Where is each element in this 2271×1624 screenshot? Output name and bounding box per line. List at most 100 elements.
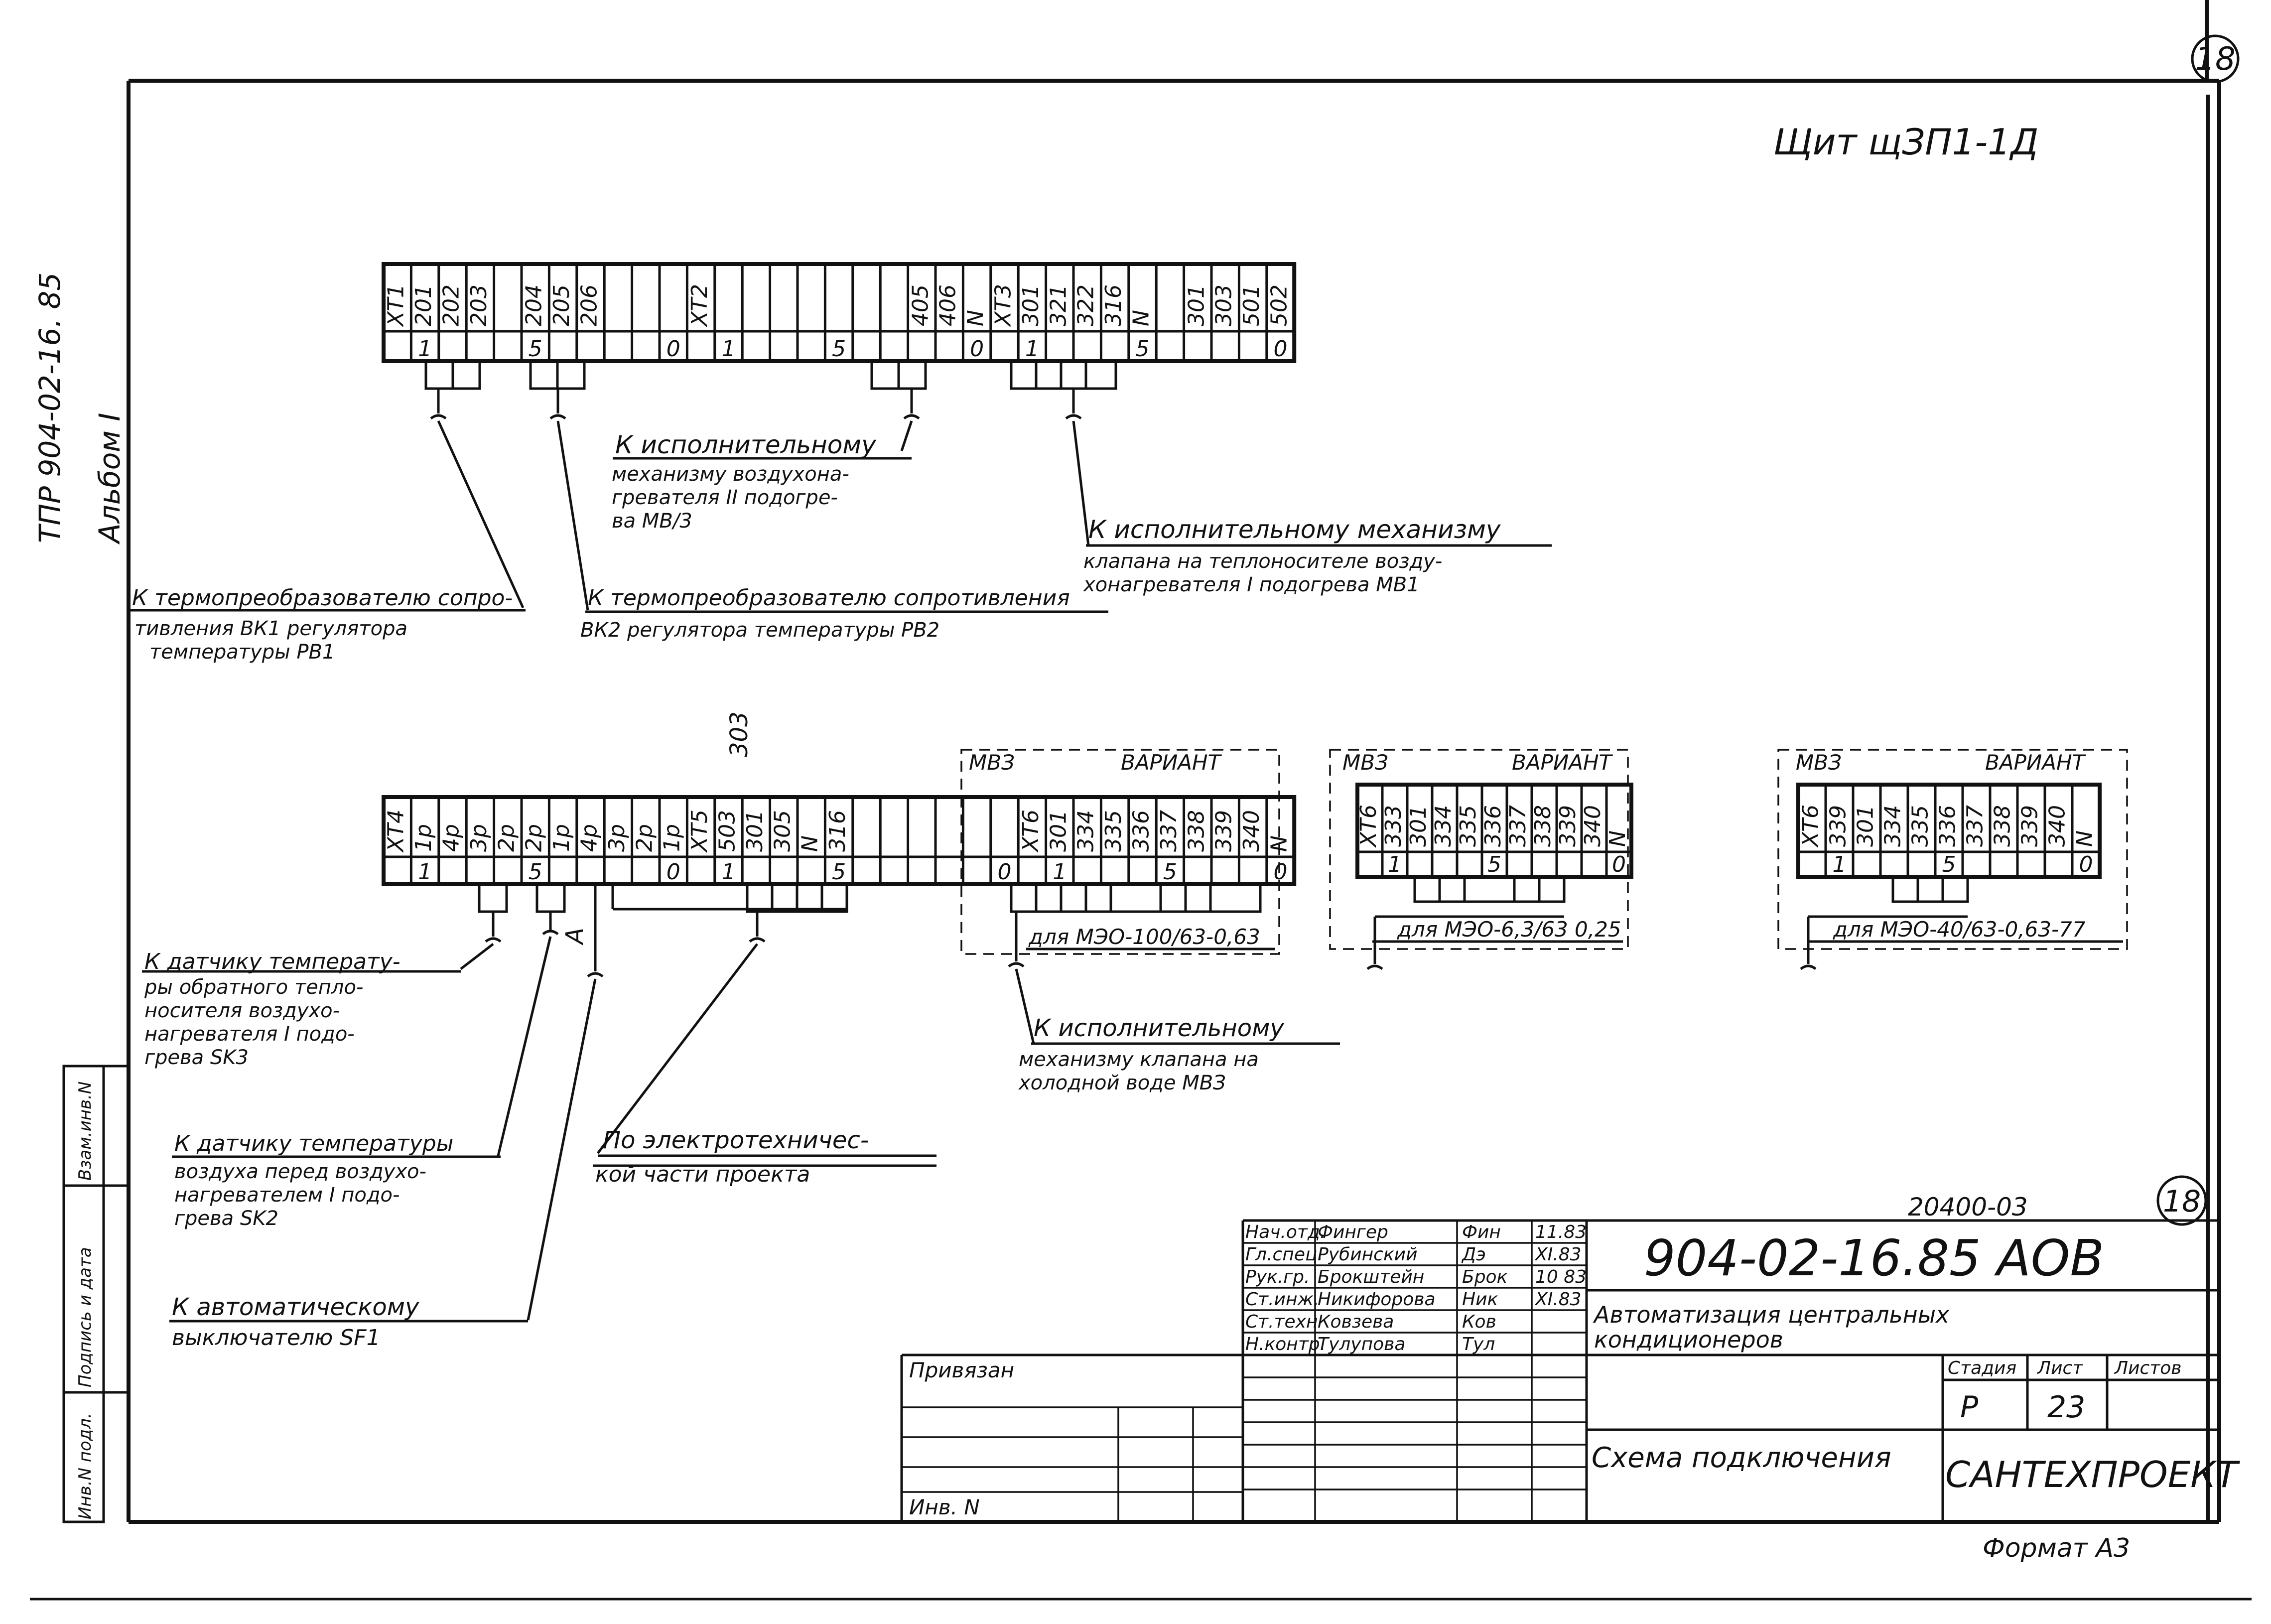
variant1-note: для МЭО-100/63-0,63 — [1028, 925, 1260, 949]
variant2-cell-label: 339 — [1555, 805, 1581, 847]
strip2-cell-label: 301 — [1046, 810, 1071, 852]
note3-line3: температуры РВ1 — [149, 641, 335, 664]
note5-line4: нагревателя I подо- — [144, 1023, 355, 1046]
strip1-index-label: 1 — [418, 336, 432, 362]
variant3-cell-label: 335 — [1908, 805, 1933, 847]
stage-header: Стадия — [1948, 1358, 2016, 1378]
strip2-index-label: 5 — [1163, 859, 1177, 885]
strip1-index-label: 0 — [667, 336, 680, 362]
variant2-label: ВАРИАНТ — [1512, 750, 1613, 775]
note3-line2: тивления ВК1 регулятора — [134, 617, 407, 640]
sheet-number-badge: 18 — [2191, 34, 2240, 83]
variant3-index-label: 1 — [1833, 852, 1847, 877]
strip2-cell-label: 4р — [577, 824, 602, 852]
strip2-index-label: 0 — [667, 859, 680, 885]
variant2-cell-label: 336 — [1480, 805, 1506, 847]
title-role-date: 10 83 — [1535, 1267, 1587, 1287]
variant2-cell-label: N — [1605, 830, 1630, 847]
variant3-cell-label: 334 — [1880, 805, 1906, 847]
note1-line4: ва МВ/3 — [612, 510, 692, 533]
doc-code: 904-02-16.85 АОВ — [1644, 1229, 2104, 1287]
strip1-cell-label: 205 — [549, 284, 574, 326]
note-electrical-part: По электротехничес- кой части проекта — [593, 1126, 936, 1187]
project-name-2: кондиционеров — [1594, 1326, 1783, 1353]
note2-line1: К исполнительному механизму — [1088, 515, 1501, 544]
note-sensor-vk2: К термопреобразователю сопротивления ВК2… — [580, 585, 1108, 642]
variant2-index-label: 5 — [1487, 852, 1501, 877]
variant2-note: для МЭО-6,3/63 0,25 — [1397, 917, 1621, 942]
strip2-cell-label: N — [798, 835, 823, 852]
title-role-name: Ковзева — [1318, 1312, 1394, 1332]
title-role-date: 11.83 — [1535, 1222, 1587, 1242]
strip1-cell-label: 405 — [908, 284, 933, 326]
strip2-index-label: 0 — [998, 859, 1012, 885]
note-actuator-mv3: К исполнительному механизму воздухона- г… — [612, 430, 912, 533]
variant2-cell-label: 340 — [1580, 805, 1605, 847]
note7-line3: нагревателем I подо- — [174, 1184, 400, 1207]
strip2-cell-label: 337 — [1156, 810, 1182, 852]
strip2-cell-label: 338 — [1184, 810, 1209, 852]
strip2-index-label: 5 — [529, 859, 542, 885]
variant2-module: МВЗ — [1342, 750, 1388, 775]
strip2-cell-label: 1р — [411, 824, 436, 852]
strip2-cell-label: 316 — [825, 810, 850, 852]
variant3-cell-label: 339 — [1826, 805, 1851, 847]
strip1-cell-label: XT1 — [384, 284, 409, 327]
sheet-header: Лист — [2036, 1358, 2083, 1378]
inv-no-label: Инв. N — [909, 1495, 980, 1519]
strip2-cell-label: XT4 — [384, 810, 409, 853]
note7-line4: грева SK2 — [174, 1207, 278, 1230]
strip1-cell-label: 502 — [1267, 284, 1292, 326]
privyazan-label: Привязан — [909, 1358, 1014, 1382]
variant3-cell-label: N — [2072, 830, 2098, 847]
variant3-cell-label: 337 — [1963, 805, 1988, 847]
title-role-name: Тулупова — [1318, 1334, 1405, 1354]
note9-line1: К автоматическому — [172, 1293, 419, 1321]
note-sensor-sk2: К датчику температуры воздуха перед возд… — [172, 1131, 501, 1230]
note9-line2: выключателю SF1 — [172, 1325, 380, 1351]
title-role-role: Ст.инж. — [1245, 1289, 1319, 1310]
strip1-index-label: 0 — [1274, 336, 1288, 362]
strip2-index-label: 5 — [832, 859, 846, 885]
note-actuator-mv1: К исполнительному механизму клапана на т… — [1082, 515, 1552, 596]
strip1-cell-label: XT2 — [687, 284, 712, 327]
note-actuator-mvz: К исполнительному механизму клапана на х… — [1018, 1014, 1340, 1094]
note8-line1: По электротехничес- — [603, 1126, 869, 1154]
strip1-cell-label: 303 — [1211, 284, 1237, 326]
strip2-index-label: 0 — [1274, 859, 1288, 885]
variant3-cell-label: 336 — [1935, 805, 1961, 847]
variant-box-1: МВЗ ВАРИАНТ для МЭО-100/63-0,63 — [960, 749, 1280, 955]
strip2-cell-label: 301 — [742, 810, 768, 852]
strip1-cell-label: 206 — [577, 284, 602, 326]
side-box-label-inv: Инв.N подл. — [75, 1413, 95, 1519]
strip2-index-label: 1 — [1053, 859, 1067, 885]
note5-line2: ры обратного тепло- — [144, 976, 363, 999]
note6-line3: холодной воде МВЗ — [1018, 1072, 1226, 1094]
variant3-module: МВЗ — [1796, 750, 1842, 775]
strip2-cell-label: 340 — [1239, 810, 1264, 852]
strip2-cell-label: XT5 — [687, 810, 712, 853]
organization: САНТЕХПРОЕКТ — [1945, 1454, 2240, 1495]
side-box-label-sign: Подпись и дата — [75, 1247, 95, 1387]
strip1-cell-label: XT3 — [991, 284, 1016, 327]
strip2-cell-label: 336 — [1129, 810, 1154, 852]
strip1-cell-label: 204 — [522, 284, 547, 326]
format-label: Формат А3 — [1983, 1533, 2130, 1563]
strip1-cell-label: 201 — [411, 284, 436, 326]
strip1-cell-label: 322 — [1073, 284, 1099, 326]
title-role-name: Никифорова — [1318, 1289, 1436, 1310]
strip1-index-label: 0 — [970, 336, 984, 362]
strip2-cell-label: 2р — [522, 824, 547, 852]
variant2-cell-label: 338 — [1530, 805, 1556, 847]
variant2-cell-label: 301 — [1406, 805, 1431, 847]
note1-line2: механизму воздухона- — [612, 463, 849, 486]
side-stamp-line2: Альбом I — [93, 413, 127, 545]
ref-number: 20400-03 — [1908, 1193, 2028, 1221]
title-role-name: Брокштейн — [1318, 1267, 1424, 1287]
variant3-note: для МЭО-40/63-0,63-77 — [1833, 917, 2086, 942]
strip2-cell-label: 305 — [770, 810, 795, 852]
title-role-name: Фингер — [1318, 1222, 1388, 1242]
title-role-date: XI.83 — [1534, 1289, 1582, 1310]
